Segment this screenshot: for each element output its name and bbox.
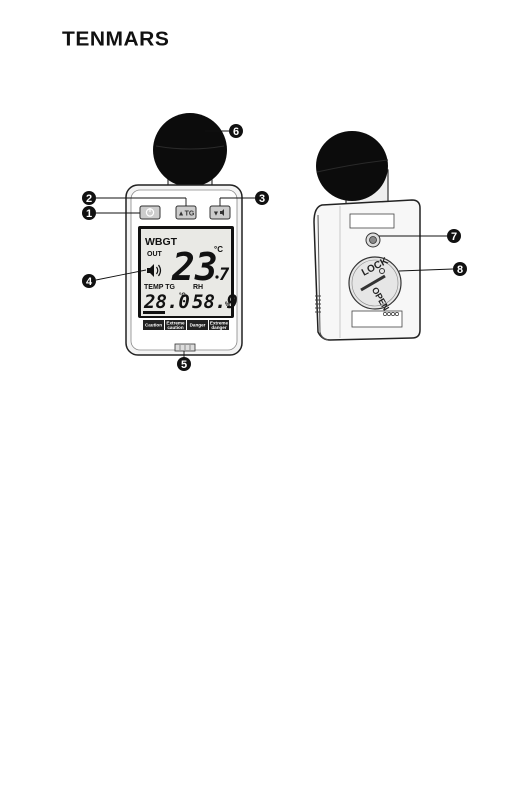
out-label: OUT [147, 251, 163, 258]
svg-text:5: 5 [181, 359, 187, 371]
svg-text:danger: danger [211, 325, 227, 330]
down-button-label: ▼ [213, 211, 220, 218]
wbgt-unit: °C [214, 245, 223, 254]
svg-text:1: 1 [86, 208, 92, 220]
temp-unit: °C [179, 293, 186, 299]
black-globe-sensor [153, 113, 227, 187]
svg-text:6: 6 [233, 126, 239, 138]
svg-text:4: 4 [86, 276, 93, 288]
svg-text:7: 7 [451, 231, 457, 243]
power-button[interactable] [140, 206, 160, 219]
svg-text:caution: caution [167, 325, 184, 330]
risk-level-labels: Caution Extreme caution Danger Extreme d… [143, 320, 229, 330]
temp-tg-label: TEMP TG [144, 284, 176, 291]
svg-text:3: 3 [259, 193, 265, 205]
svg-text:Caution: Caution [145, 323, 162, 328]
back-black-globe [316, 131, 388, 201]
back-view: LOCK OPEN [314, 131, 420, 340]
wbgt-decimal: 7 [219, 265, 230, 285]
rh-label: RH [193, 284, 203, 291]
rh-value: 58.9 [192, 291, 238, 313]
rh-unit: % [225, 302, 231, 308]
back-label-plate [350, 214, 394, 228]
tg-button-label: ▲TG [178, 211, 195, 218]
svg-text:8: 8 [457, 264, 463, 276]
svg-text:2: 2 [86, 193, 92, 205]
risk-indicator-bar [143, 311, 165, 314]
svg-text:Danger: Danger [190, 323, 206, 328]
wbgt-value: 23 [171, 245, 218, 289]
front-view: ▲TG ▼ WBGT OUT 23 7 °C TEMP TG 28.0 °C R… [126, 113, 242, 355]
